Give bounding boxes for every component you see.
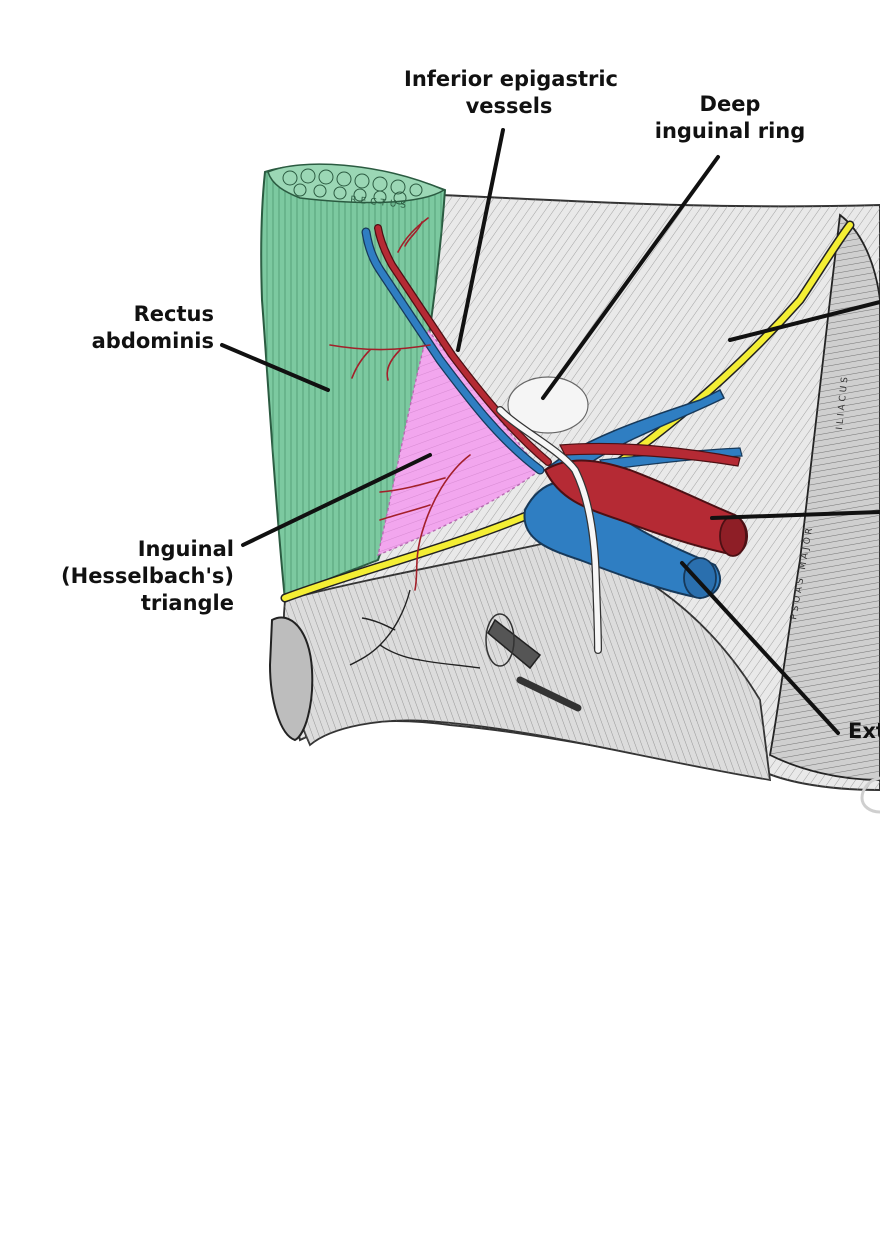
- genitofemoral-nerve-fill: [497, 407, 601, 653]
- leader-deep-inguinal-ring: [541, 155, 720, 400]
- hesselbach-triangle-fibers: [378, 330, 540, 555]
- external-iliac-artery-end: [719, 515, 747, 557]
- label-deep-inguinal-ring: Deep inguinal ring: [650, 91, 810, 145]
- label-line: vessels: [465, 94, 553, 118]
- label-line: (Hesselbach's): [61, 564, 234, 588]
- leader-inguinal-ligament: [728, 300, 880, 342]
- label-line: Inguinal: [137, 537, 234, 561]
- leader-inguinal-triangle: [241, 453, 432, 547]
- label-line: Inferior epigastric: [404, 67, 619, 91]
- label-line: inguinal ring: [654, 119, 806, 143]
- leader-external-iliac-vein: [680, 561, 840, 735]
- artery-branch-right: [559, 442, 741, 467]
- pubic-stump: [268, 616, 314, 742]
- watermark-fragment: [860, 776, 880, 814]
- inferior-epigastric-artery-fill: [375, 225, 551, 465]
- leader-inferior-epigastric: [456, 128, 505, 352]
- leader-rectus-abdominis: [220, 343, 330, 392]
- rectus-cut-surface: [267, 163, 446, 204]
- deep-inguinal-ring-area: [507, 376, 589, 434]
- label-line: Deep: [699, 92, 761, 116]
- label-inferior-epigastric-vessels: Inferior epigastric vessels: [404, 66, 619, 120]
- external-iliac-vein-end: [683, 557, 717, 599]
- spermatic-cord-extension: [516, 676, 582, 712]
- label-line: Ext: [848, 719, 880, 743]
- label-external-iliac-truncated: Ext: [848, 718, 880, 745]
- label-line: triangle: [140, 591, 234, 615]
- external-iliac-artery: [543, 459, 748, 557]
- label-line: Rectus: [133, 302, 214, 326]
- superficial-ring: [485, 613, 515, 667]
- leader-lines: [220, 128, 880, 735]
- leader-external-iliac-artery: [710, 510, 880, 520]
- inferior-epigastric-vein-fill: [362, 228, 544, 474]
- label-inguinal-hesselbach-triangle: Inguinal (Hesselbach's) triangle: [56, 536, 234, 617]
- lower-nerve-branches: [349, 589, 481, 669]
- label-rectus-abdominis: Rectus abdominis: [84, 301, 214, 355]
- label-line: abdominis: [91, 329, 214, 353]
- iliacus-psoas-texture: [770, 215, 880, 780]
- rectus-cut-cells: [282, 168, 423, 205]
- small-arterial-branches: [329, 217, 471, 591]
